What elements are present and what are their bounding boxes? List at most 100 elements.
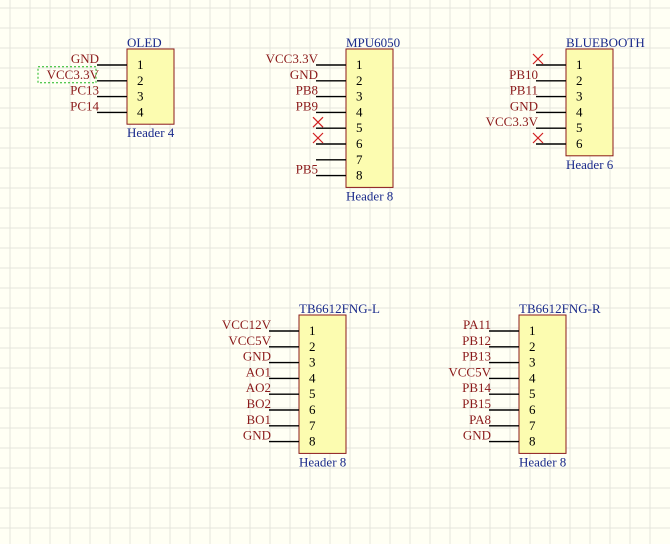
net-label[interactable]: PB11 [510, 83, 538, 98]
pin-2[interactable]: 2 VCC5V [228, 333, 315, 354]
component-mpu6050[interactable]: MPU60501VCC3.3V2GND3PB84PB95678PB5Header… [266, 35, 401, 203]
net-label[interactable]: VCC5V [448, 364, 491, 379]
component-title: TB6612FNG-R [519, 301, 601, 316]
net-label[interactable]: PB10 [509, 67, 538, 82]
no-connect-icon [532, 132, 544, 144]
component-body[interactable] [518, 314, 567, 454]
net-label[interactable]: VCC3.3V [266, 51, 319, 66]
component-body[interactable] [565, 48, 614, 157]
net-label[interactable]: VCC12V [222, 317, 272, 332]
pin-2[interactable]: 2 VCC3.3V [47, 67, 144, 88]
pin-number: 4 [309, 370, 316, 385]
pin-number: 6 [529, 402, 536, 417]
pin-2[interactable]: 2 PB12 [462, 333, 535, 354]
net-label[interactable]: PB9 [296, 98, 318, 113]
pin-number: 5 [356, 120, 363, 135]
net-label[interactable]: GND [290, 67, 318, 82]
pin-number: 8 [356, 168, 363, 183]
component-title: BLUEBOOTH [566, 35, 645, 50]
pin-number: 7 [309, 418, 316, 433]
pin-6[interactable]: 6 [312, 132, 363, 151]
pin-number: 6 [356, 136, 363, 151]
pin-number: 3 [576, 89, 583, 104]
component-body[interactable] [298, 314, 347, 454]
pin-2[interactable]: 2 GND [290, 67, 363, 88]
component-bluebooth[interactable]: BLUEBOOTH 12 PB10 3 PB114GND5VCC3.3V6Header … [486, 35, 645, 172]
net-label[interactable]: PB5 [296, 162, 318, 177]
pin-number: 2 [356, 73, 363, 88]
net-label[interactable]: GND [510, 98, 538, 113]
pin-8[interactable]: 8 PB5 [296, 162, 363, 183]
component-body[interactable] [345, 48, 394, 188]
component-title: TB6612FNG-L [299, 301, 380, 316]
component-title: OLED [127, 35, 162, 50]
net-label[interactable]: VCC3.3V [486, 114, 539, 129]
component-body[interactable] [126, 48, 175, 125]
net-label[interactable]: PB8 [296, 83, 318, 98]
net-label[interactable]: VCC3.3V [47, 67, 100, 82]
net-label[interactable]: VCC5V [228, 333, 271, 348]
pin-number: 2 [137, 73, 144, 88]
net-label[interactable]: PA8 [469, 412, 491, 427]
pin-number: 3 [137, 89, 144, 104]
net-label[interactable]: AO1 [246, 364, 271, 379]
pin-6[interactable]: 6 PB15 [462, 396, 536, 417]
pin-5[interactable]: 5 [312, 116, 363, 135]
pin-7[interactable]: 7 [316, 152, 363, 167]
net-label[interactable]: PA11 [463, 317, 491, 332]
net-label[interactable]: AO2 [246, 380, 271, 395]
net-label[interactable]: PC13 [70, 83, 99, 98]
pin-3[interactable]: 3 PB8 [296, 83, 363, 104]
net-label[interactable]: GND [243, 349, 271, 364]
pin-3[interactable]: 3 PB11 [510, 83, 583, 104]
pin-7[interactable]: 7 BO1 [246, 412, 316, 433]
pin-number: 2 [309, 339, 316, 354]
no-connect-icon [532, 53, 544, 65]
pin-4[interactable]: 4 AO1 [246, 364, 316, 385]
pin-3[interactable]: 3 PB13 [462, 349, 535, 370]
component-footer: Header 4 [127, 125, 175, 140]
net-label[interactable]: PB15 [462, 396, 491, 411]
pin-6[interactable]: 6 [532, 132, 583, 151]
component-footer: Header 6 [566, 157, 614, 172]
net-label[interactable]: BO1 [246, 412, 271, 427]
net-label[interactable]: GND [463, 428, 491, 443]
pin-number: 4 [137, 104, 144, 119]
net-label[interactable]: PB13 [462, 349, 491, 364]
pin-2[interactable]: 2 PB10 [509, 67, 582, 88]
pin-number: 3 [529, 355, 536, 370]
pin-3[interactable]: 3 PC13 [70, 83, 143, 104]
net-label[interactable]: GND [243, 428, 271, 443]
selection-box [37, 66, 97, 84]
net-label[interactable]: PB12 [462, 333, 491, 348]
pin-number: 2 [576, 73, 583, 88]
component-footer: Header 8 [519, 454, 566, 469]
net-label[interactable]: PB14 [462, 380, 491, 395]
pin-1[interactable]: 1 [532, 53, 583, 72]
pin-number: 2 [529, 339, 536, 354]
net-label[interactable]: PC14 [70, 98, 99, 113]
pin-number: 3 [356, 89, 363, 104]
net-label[interactable]: BO2 [246, 396, 271, 411]
net-label[interactable]: GND [71, 51, 99, 66]
pin-4[interactable]: 4 PC14 [70, 98, 144, 119]
